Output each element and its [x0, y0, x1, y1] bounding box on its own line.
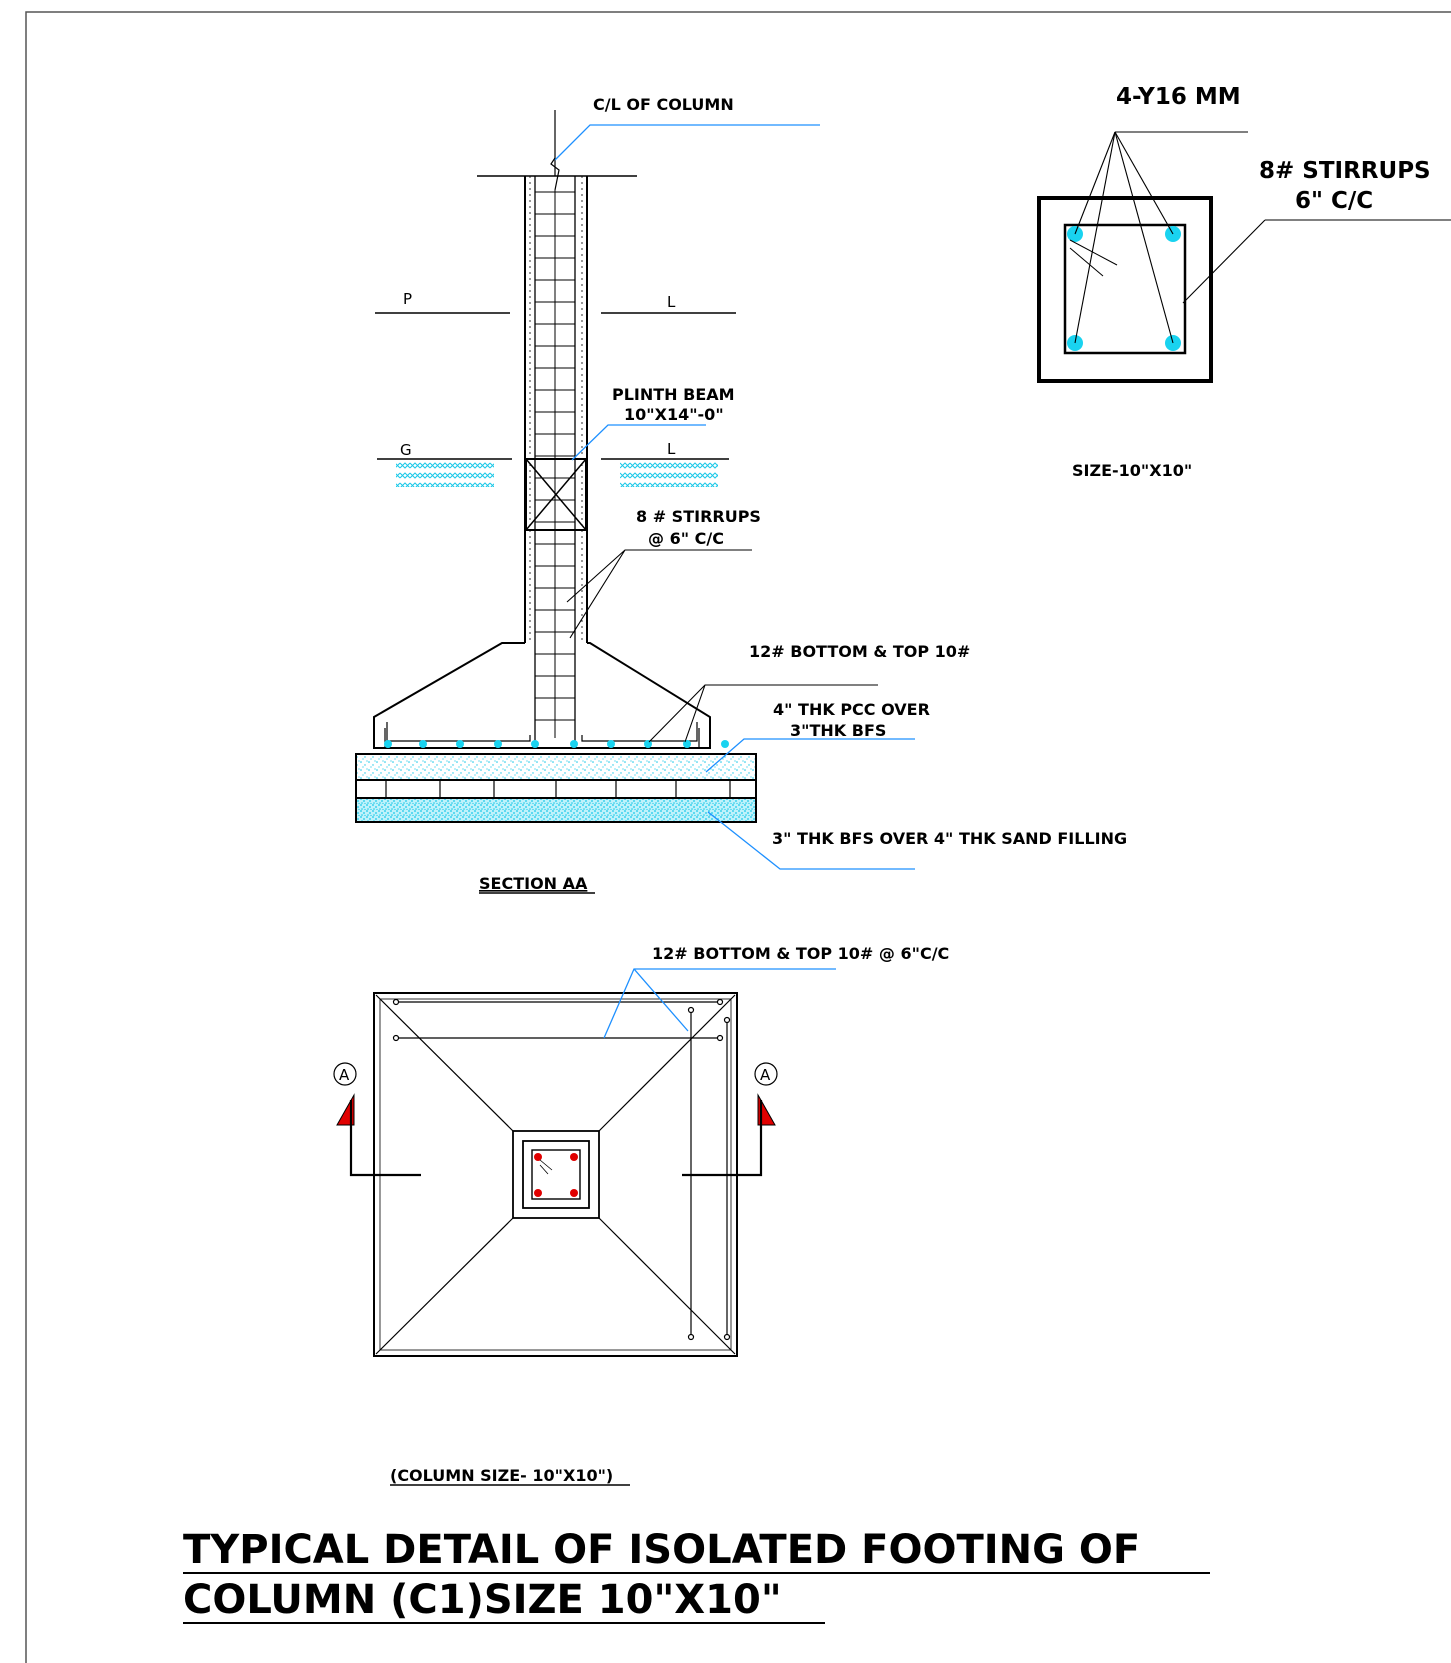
stirrups-label: 8 # STIRRUPS — [636, 507, 761, 526]
column-size-label: SIZE-10"X10" — [1072, 461, 1192, 480]
footing-rebar-dot — [570, 740, 578, 748]
drawing-title-line-2: COLUMN (C1)SIZE 10"X10" — [183, 1577, 782, 1623]
footing-rebar-dot — [384, 740, 392, 748]
bfs-sand-label: 3" THK BFS OVER 4" THK SAND FILLING — [772, 829, 1127, 848]
section-aa-leaders — [554, 124, 915, 870]
stirrups-section-label: 8# STIRRUPS — [1259, 158, 1431, 184]
section-mark-right: A — [760, 1066, 771, 1084]
footing-rebar-dot — [419, 740, 427, 748]
plinth-beam-size-label: 10"X14"-0" — [624, 405, 724, 424]
p-level-label: P — [403, 290, 412, 308]
pcc-bfs-label: 3"THK BFS — [790, 721, 886, 740]
footing-rebar-dot — [644, 740, 652, 748]
bottom-top-bars-label: 12# BOTTOM & TOP 10# — [749, 642, 970, 661]
section-aa-title: SECTION AA — [479, 874, 588, 893]
footing-rebar-dot — [456, 740, 464, 748]
l-level-label: L — [667, 293, 676, 311]
footing-rebar-dot — [683, 740, 691, 748]
plan-bars-label: 12# BOTTOM & TOP 10# @ 6"C/C — [652, 944, 949, 963]
column-size-note: (COLUMN SIZE- 10"X10") — [390, 1466, 613, 1485]
cl-of-column-label: C/L OF COLUMN — [593, 95, 734, 114]
pcc-label: 4" THK PCC OVER — [773, 700, 930, 719]
bars-4y16-label: 4-Y16 MM — [1116, 84, 1241, 110]
footing-rebar-dot — [531, 740, 539, 748]
l-level-label-2: L — [667, 440, 676, 458]
footing-rebar-dot — [721, 740, 729, 748]
section-aa-drawing: P L G L — [355, 110, 757, 823]
sheet-border — [25, 11, 1451, 1663]
stirrups-section-spacing-label: 6" C/C — [1295, 188, 1373, 214]
footing-rebar-dot — [494, 740, 502, 748]
footing-plan — [333, 968, 836, 1357]
g-level-label: G — [400, 441, 412, 459]
footing-rebar-dot — [607, 740, 615, 748]
column-cross-section — [1037, 131, 1451, 383]
plinth-beam-label: PLINTH BEAM — [612, 385, 735, 404]
stirrups-spacing-label: @ 6" C/C — [648, 529, 724, 548]
drawing-title-line-1: TYPICAL DETAIL OF ISOLATED FOOTING OF — [183, 1527, 1140, 1573]
section-mark-left: A — [339, 1066, 350, 1084]
